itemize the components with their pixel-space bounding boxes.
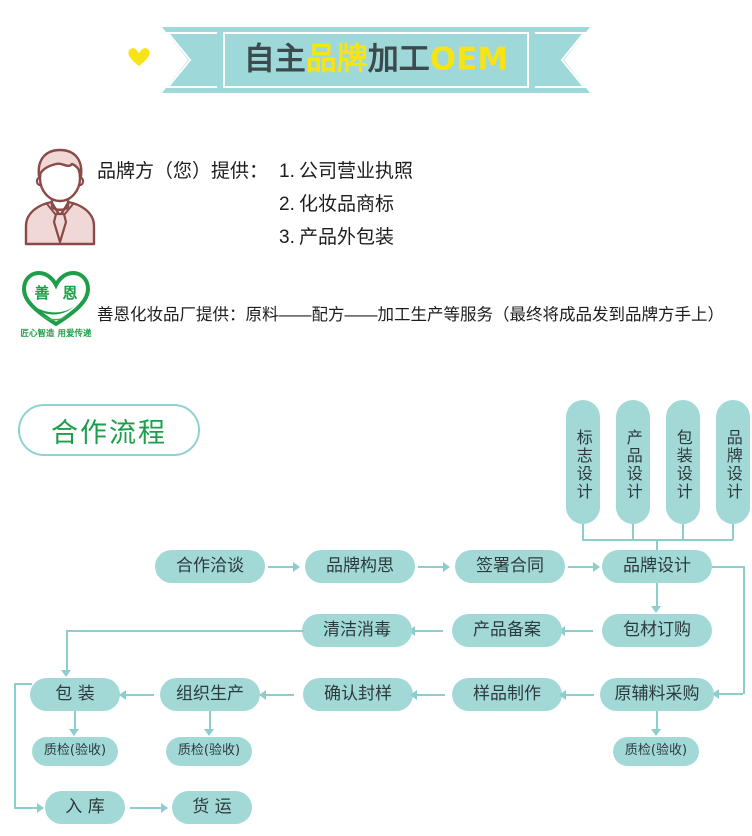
arrow-r3-a (119, 690, 126, 700)
connector-r3-a (126, 694, 154, 696)
arrow-into-rawmaterial (712, 689, 719, 699)
connector-r1-a (268, 566, 294, 568)
arrow-r5-a (161, 803, 168, 813)
svg-text:善: 善 (34, 284, 49, 302)
connector-logo-drop (582, 524, 584, 540)
brand-item-num-2: 2. (279, 194, 295, 215)
ribbon-tail-right (530, 27, 590, 93)
node-brand-design[interactable]: 品牌设计 (602, 550, 712, 583)
node-brand-concept[interactable]: 品牌构思 (305, 550, 415, 583)
node-product-filing[interactable]: 产品备案 (452, 614, 562, 647)
connector-r1-b (418, 566, 444, 568)
connector-right-down (743, 566, 745, 694)
arrow-packing-qc (69, 729, 79, 736)
node-cooperation-talk[interactable]: 合作洽谈 (155, 550, 265, 583)
factory-service-line: 善恩化妆品厂提供：原料——配方——加工生产等服务（最终将成品发到品牌方手上） (97, 306, 724, 324)
banner-inner-border (223, 32, 529, 88)
brand-requirements-list: 品牌方（您）提供： 1. 公司营业执照 2. 化妆品商标 3. 产品外包装 (97, 162, 413, 261)
node-clean-disinfect[interactable]: 清洁消毒 (302, 614, 412, 647)
arrow-r1-a (293, 562, 300, 572)
connector-production-qc (209, 711, 211, 731)
banner-title-segment: 自主 (243, 41, 306, 78)
brand-item-text-1: 公司营业执照 (299, 161, 414, 182)
arrow-r3-d (559, 690, 566, 700)
connector-clean-down (66, 630, 68, 672)
banner-ribbon: 自主品牌加工OEM (218, 27, 534, 93)
connector-into-rawmaterial (719, 693, 743, 695)
banner-title-segment: 加工 (367, 41, 430, 78)
node-confirm-sample-seal[interactable]: 确认封样 (303, 678, 413, 711)
arrow-rawmaterial-qc (651, 729, 661, 736)
node-brand-design-vertical[interactable]: 品牌设计 (716, 400, 750, 524)
connector-product-drop (632, 524, 634, 540)
connector-r3-b (266, 694, 294, 696)
person-avatar-icon (22, 148, 98, 246)
arrow-r1-b (443, 562, 450, 572)
connector-bus-to-branddesign (656, 539, 658, 552)
arrow-down-to-packaging-order (651, 606, 661, 613)
node-sample-making[interactable]: 样品制作 (452, 678, 562, 711)
arrow-r1-c (593, 562, 600, 572)
connector-loop-to-storage (14, 807, 38, 809)
brand-line-1: 品牌方（您）提供： 1. 公司营业执照 (97, 162, 413, 181)
connector-package-drop (682, 524, 684, 540)
arrow-production-qc (204, 729, 214, 736)
ribbon-tail-left (162, 27, 222, 93)
node-raw-material-purchase[interactable]: 原辅料采购 (600, 678, 714, 711)
brand-line-2: 2. 化妆品商标 (97, 195, 413, 214)
node-sign-contract[interactable]: 签署合同 (455, 550, 565, 583)
node-logo-design[interactable]: 标志设计 (566, 400, 600, 524)
node-storage[interactable]: 入 库 (45, 791, 125, 824)
heart-icon-left (128, 47, 150, 67)
connector-clean-left (66, 630, 304, 632)
connector-branddesign-drop (732, 524, 734, 540)
connector-branddesign-down (656, 583, 658, 608)
banner-title: 自主品牌加工OEM (218, 41, 534, 78)
node-shipping[interactable]: 货 运 (172, 791, 252, 824)
banner: 自主品牌加工OEM (0, 0, 752, 120)
svg-text:恩: 恩 (62, 284, 77, 302)
node-qc-rawmaterial[interactable]: 质检(验收) (613, 737, 699, 766)
node-qc-production[interactable]: 质检(验收) (166, 737, 252, 766)
brand-item-text-3: 产品外包装 (299, 227, 395, 248)
connector-packing-loop-down (14, 683, 16, 808)
connector-r3-d (566, 694, 594, 696)
connector-r5-a (130, 807, 162, 809)
arrow-r3-b (259, 690, 266, 700)
node-package-design[interactable]: 包装设计 (666, 400, 700, 524)
arrow-down-to-packing (61, 670, 71, 677)
arrow-r3-c (410, 690, 417, 700)
brand-item-num-1: 1. (279, 161, 295, 182)
shanen-logo: 善 恩 匠心智造 用爱传递 (18, 268, 94, 340)
brand-item-num-3: 3. (279, 227, 295, 248)
banner-title-segment: 品牌 (305, 41, 368, 78)
connector-r2-b (415, 630, 443, 632)
connector-packing-loop-left (14, 683, 32, 685)
section-title-cooperation-flow: 合作流程 (18, 404, 200, 456)
arrow-into-storage (37, 803, 44, 813)
svg-text:匠心智造 用爱传递: 匠心智造 用爱传递 (21, 328, 92, 339)
node-packing[interactable]: 包 装 (30, 678, 120, 711)
node-packaging-order[interactable]: 包材订购 (602, 614, 712, 647)
brand-item-text-2: 化妆品商标 (299, 194, 395, 215)
node-qc-packing[interactable]: 质检(验收) (32, 737, 118, 766)
banner-title-segment: OEM (429, 41, 509, 78)
connector-rawmaterial-qc (656, 711, 658, 731)
brand-provider-label: 品牌方（您）提供： (97, 161, 269, 182)
node-organize-production[interactable]: 组织生产 (160, 678, 260, 711)
connector-r2-a (565, 630, 593, 632)
connector-branddesign-right (712, 566, 745, 568)
brand-line-3: 3. 产品外包装 (97, 228, 413, 247)
connector-r3-c (417, 694, 445, 696)
connector-r1-c (568, 566, 594, 568)
connector-packing-qc (74, 711, 76, 731)
node-product-design[interactable]: 产品设计 (616, 400, 650, 524)
